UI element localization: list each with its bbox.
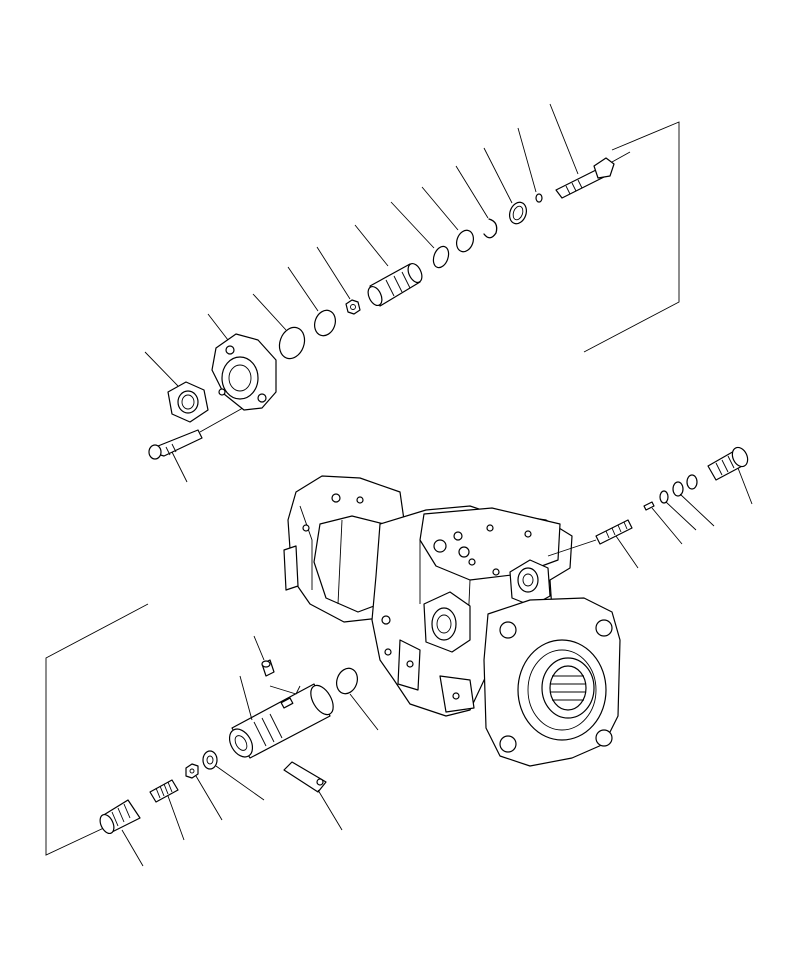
pump-body xyxy=(283,475,621,767)
right-valve-assembly xyxy=(547,446,753,569)
o-ring-6b xyxy=(686,474,698,490)
plug-2-part xyxy=(99,799,141,835)
washer-ring-part xyxy=(508,201,528,225)
right-leader-lines xyxy=(615,467,753,569)
bolt-part xyxy=(148,429,203,460)
o-ring-3 xyxy=(432,245,450,269)
screw-part xyxy=(261,659,275,677)
small-nut-part xyxy=(345,299,361,315)
pin-shaft-part xyxy=(555,151,631,199)
o-ring-5 xyxy=(659,490,669,504)
o-ring-2 xyxy=(314,309,336,337)
o-ring-1 xyxy=(278,326,306,360)
valve-spool-part xyxy=(595,519,633,545)
ball-part xyxy=(535,193,543,203)
lower-leader-lines xyxy=(121,635,379,867)
main-housing xyxy=(371,505,573,717)
o-ring-6 xyxy=(672,481,684,497)
o-ring-4 xyxy=(455,229,475,253)
pin-part xyxy=(643,501,655,511)
spring-part xyxy=(149,779,179,803)
valve-axis-line xyxy=(547,539,597,557)
small-nut-2-part xyxy=(185,763,199,779)
upper-leader-lines xyxy=(144,103,579,483)
flange-part xyxy=(211,333,277,411)
lower-group-bracket xyxy=(45,603,149,856)
washer-part xyxy=(202,750,218,770)
upper-group-bracket xyxy=(583,121,680,353)
plate-part xyxy=(283,761,327,793)
snap-ring-part xyxy=(483,218,498,239)
spool-sleeve-part xyxy=(367,262,423,307)
upper-valve-assembly xyxy=(144,103,631,483)
spline-shaft xyxy=(541,657,595,719)
plug-part xyxy=(707,446,749,481)
servo-piston-part xyxy=(228,683,334,759)
o-ring-7 xyxy=(336,667,358,695)
lower-servo-assembly xyxy=(99,635,379,867)
nut-part xyxy=(167,381,209,423)
